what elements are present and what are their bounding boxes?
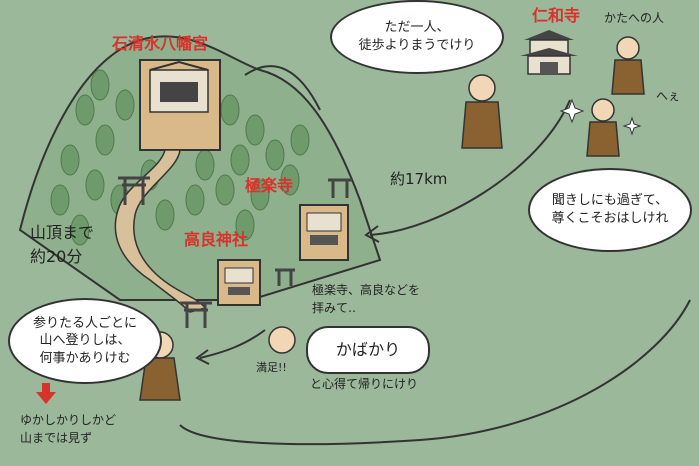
journey-route: [369, 99, 571, 236]
speech-bubble-mairi: 参りたる人ごとに 山へ登りしは、 何事かありけむ: [8, 298, 162, 384]
hearer-monk-1: [611, 36, 645, 95]
bubble-mairi-line1: 参りたる人ごとに: [32, 315, 137, 331]
bubble-kabakari-text: かばかり: [335, 340, 401, 360]
route-arrowhead-2: [195, 349, 210, 365]
label-ninnaji: 仁和寺: [532, 6, 581, 25]
label-hearer: かたへの人: [604, 11, 665, 25]
label-summit-2: 約20分: [30, 247, 83, 266]
satisfied-monk: [268, 326, 296, 354]
label-iwashimizu: 石清水八幡宮: [112, 34, 209, 53]
monk-walking: [461, 74, 503, 149]
label-yukashi-2: 山までは見ず: [20, 431, 93, 445]
label-kokoroete: と心得て帰りにけり: [310, 377, 419, 391]
bubble-mairi-line2: 山へ登りしは、: [39, 333, 131, 349]
route-arrowhead: [364, 225, 380, 243]
label-manzoku: 満足!!: [256, 361, 287, 374]
bubble-solo-line2: 徒歩よりまうでけり: [358, 38, 476, 53]
speech-bubble-solo: ただ一人、 徒歩よりまうでけり: [330, 0, 504, 74]
iwashimizu-compound: [139, 59, 221, 151]
label-worship-1: 極楽寺、高良などを: [312, 283, 421, 297]
forest: [50, 69, 310, 246]
torii-gate-lower: [180, 301, 212, 328]
speech-bubble-kikishi: 聞きしにも過ぎて、 尊くこそおはしけれ: [528, 168, 692, 252]
hearer-monk-2: [586, 98, 620, 157]
ninnaji-temple: [520, 30, 578, 75]
sparkle-icon: [559, 98, 642, 136]
bubble-mairi-line3: 何事かありけむ: [39, 350, 131, 366]
label-worship-2: 拝みて‥: [312, 301, 357, 315]
down-arrow-icon: [36, 383, 56, 404]
torii-gate-upper: [118, 176, 150, 205]
bubble-kikishi-line2: 尊くこそおはしけれ: [551, 211, 669, 226]
label-distance: 約17km: [390, 170, 448, 188]
label-koura: 高良神社: [184, 230, 249, 249]
label-yukashi-1: ゆかしかりしかど: [20, 413, 117, 427]
mountain-ridge: [244, 65, 321, 111]
speech-bubble-kabakari: かばかり: [306, 326, 430, 374]
koura-shrine: [217, 259, 295, 306]
return-route: [179, 299, 691, 446]
label-hee: へぇ: [656, 89, 681, 103]
label-gokurakuji: 極楽寺: [245, 176, 294, 195]
gokurakuji-temple: [299, 178, 352, 261]
label-summit-1: 山頂まで: [30, 223, 95, 242]
mountain-path: [114, 149, 207, 313]
bubble-solo-line1: ただ一人、: [384, 20, 450, 36]
shrine-to-monk-route: [199, 329, 266, 359]
bubble-kikishi-line1: 聞きしにも過ぎて、: [551, 193, 669, 209]
